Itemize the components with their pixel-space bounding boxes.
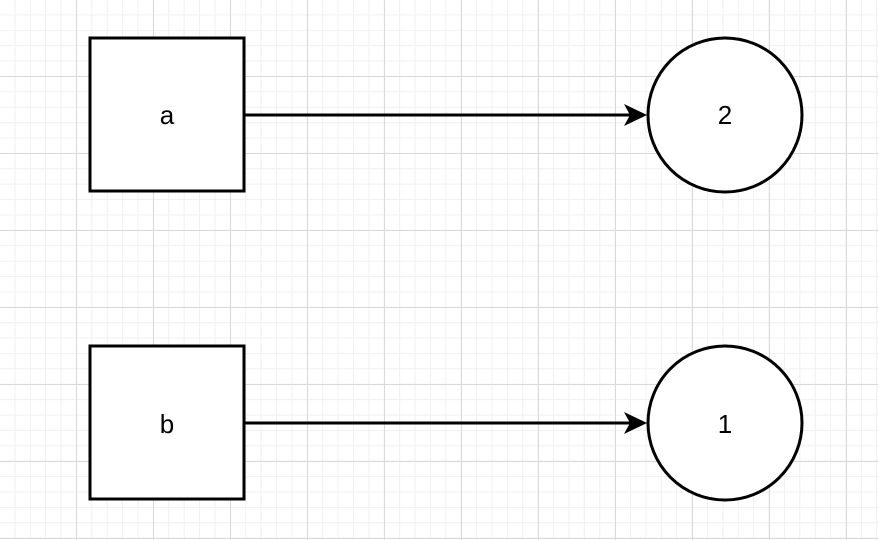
node-a[interactable]: a <box>88 36 246 193</box>
arrowhead-icon <box>624 412 647 434</box>
edge-a-to-2[interactable] <box>245 104 647 126</box>
node-2[interactable]: 2 <box>646 36 804 194</box>
edge-b-to-1[interactable] <box>245 412 647 434</box>
node-b-label: b <box>160 409 174 439</box>
node-b[interactable]: b <box>88 344 246 501</box>
arrowhead-icon <box>624 104 647 126</box>
node-a-label: a <box>160 100 175 130</box>
node-1[interactable]: 1 <box>646 344 804 502</box>
node-2-label: 2 <box>718 100 732 130</box>
node-1-label: 1 <box>718 409 732 439</box>
